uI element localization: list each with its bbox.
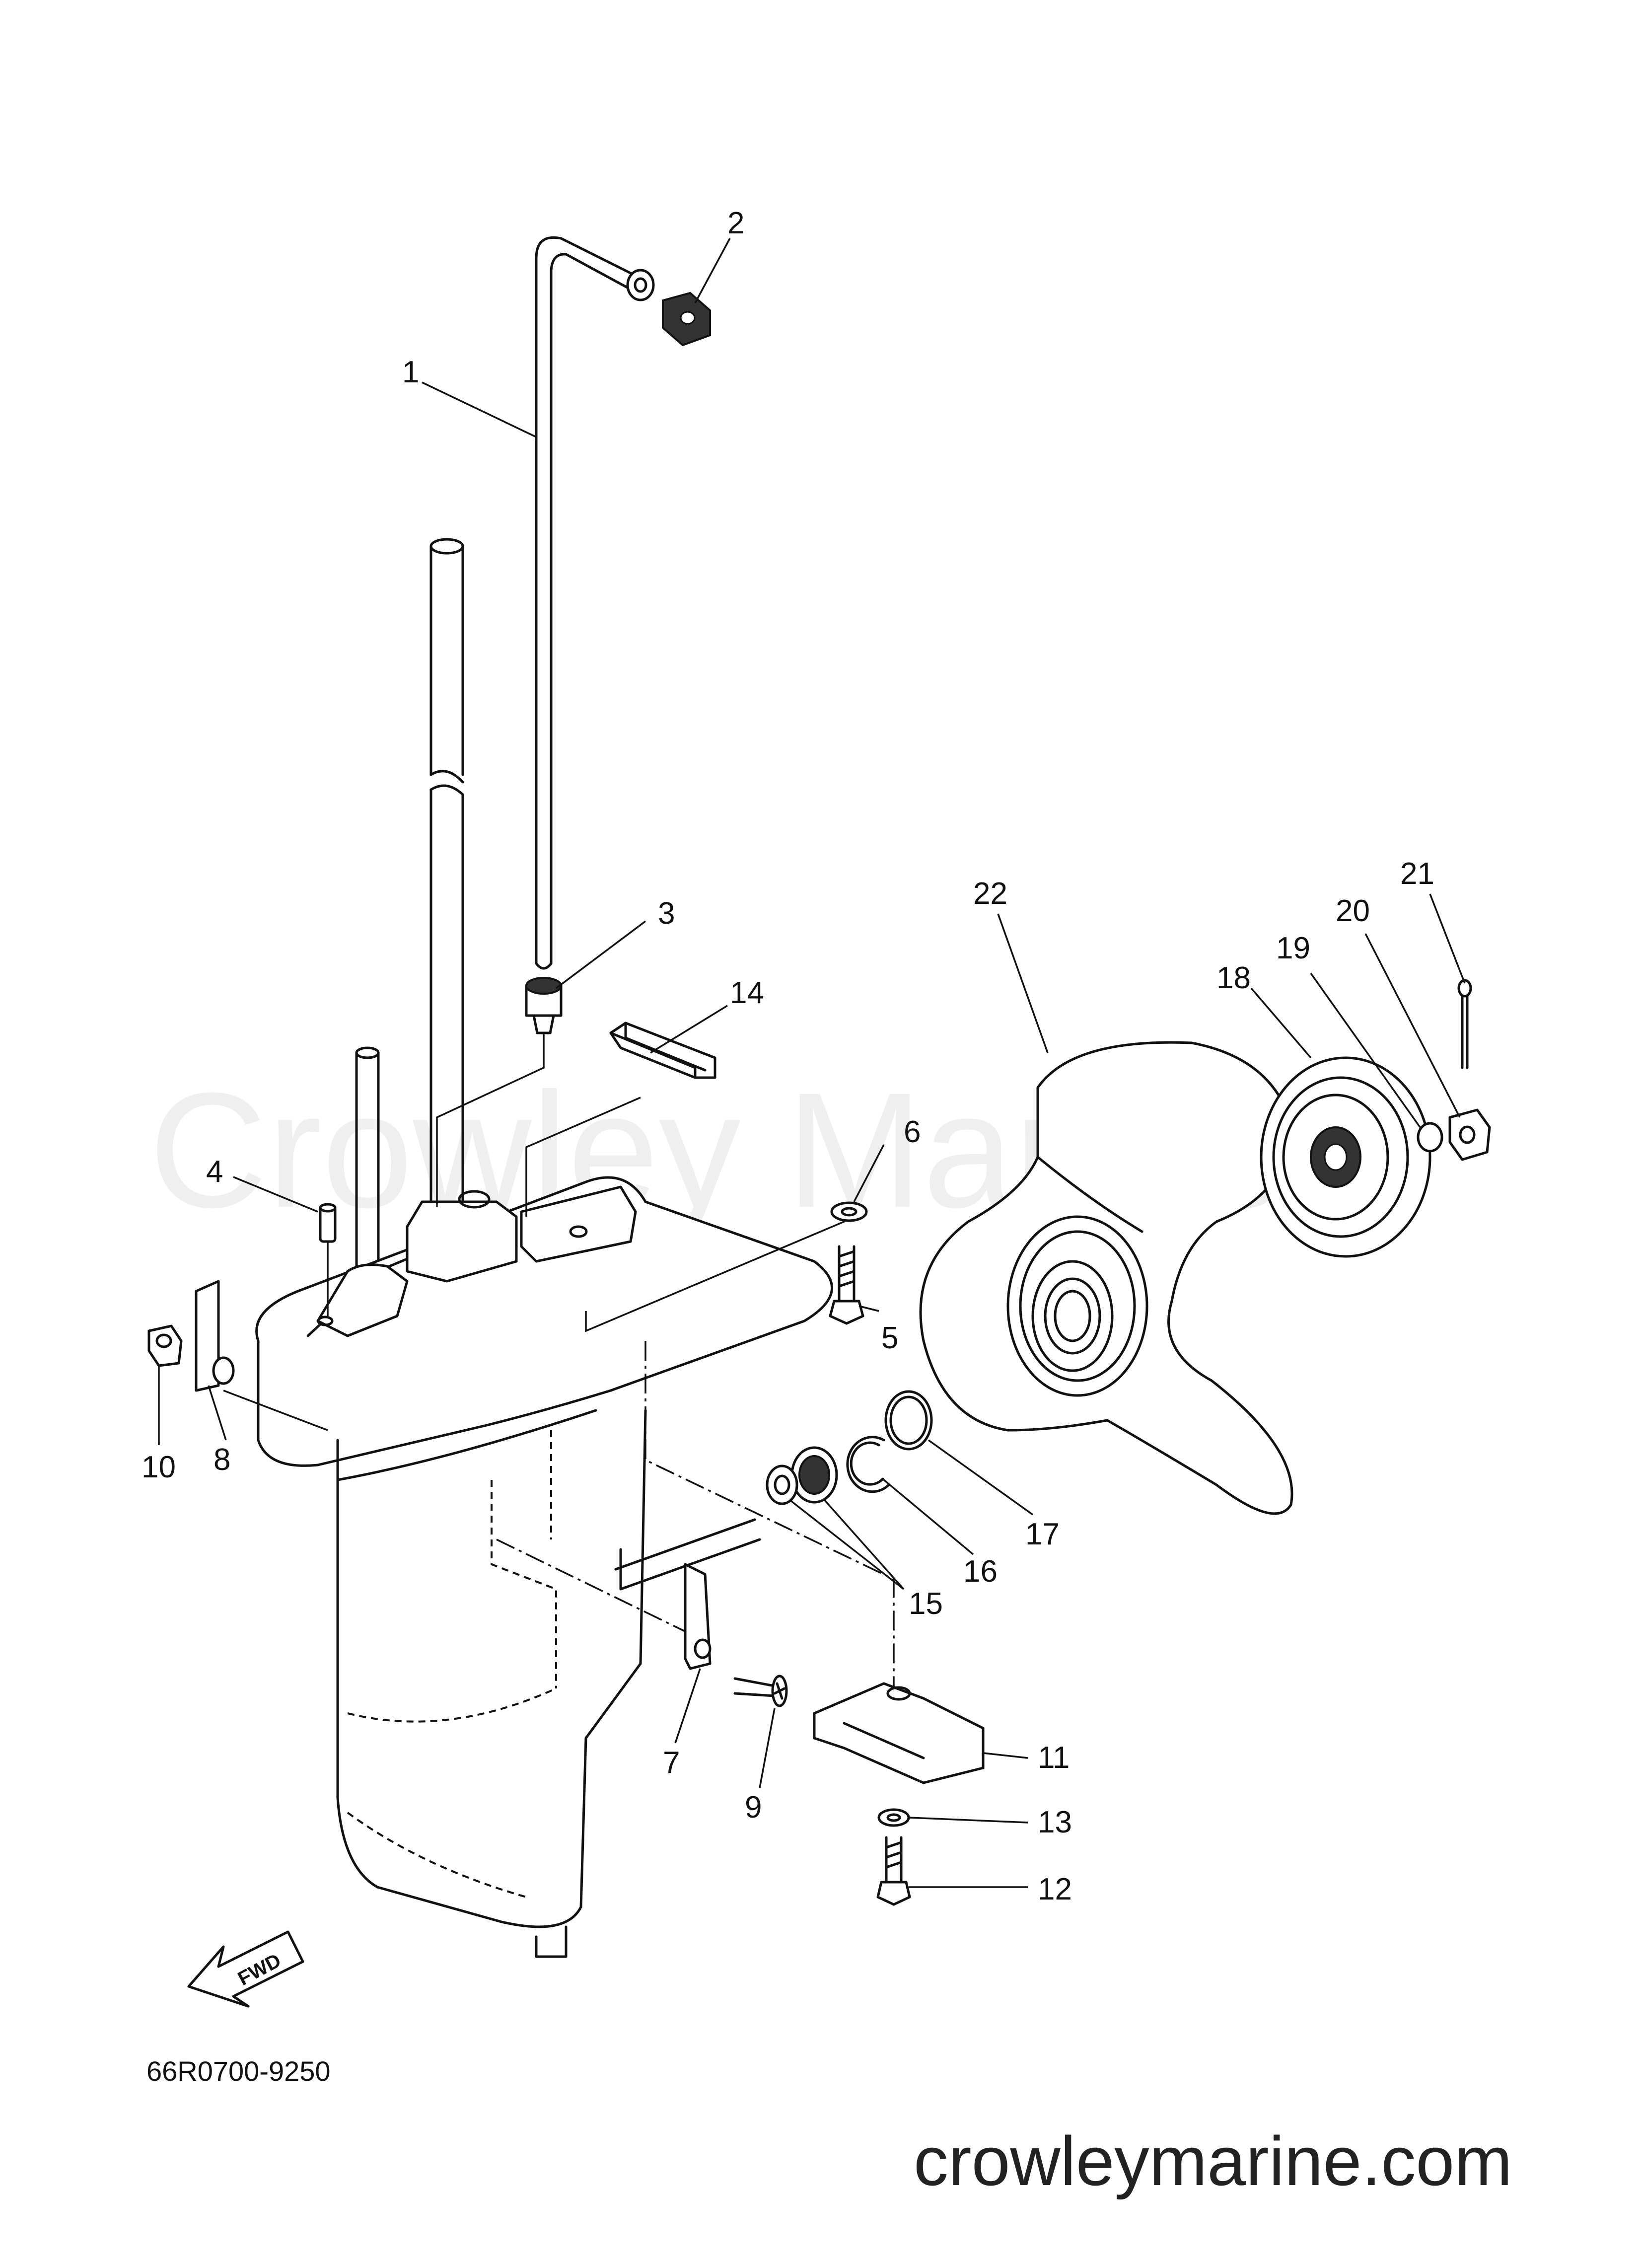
callout-7: 7 [663,1746,680,1780]
callout-4: 4 [206,1155,223,1189]
site-url: crowleymarine.com [914,2122,1512,2200]
lower-case-housing [255,1176,834,1958]
callout-13: 13 [1038,1805,1072,1839]
callout-17: 17 [1025,1517,1060,1551]
callout-9: 9 [745,1790,762,1825]
part-11-trim-tab [813,1682,985,1784]
part-10-nut [147,1324,183,1367]
callout-leaders [158,238,1466,1888]
callout-15: 15 [909,1587,943,1621]
callout-3: 3 [658,896,675,931]
part-19-washer [1417,1122,1443,1153]
callout-8: 8 [214,1443,230,1477]
callout-1: 1 [402,355,419,389]
callout-5: 5 [881,1321,898,1355]
part-17-o-ring [884,1390,933,1451]
callout-12: 12 [1038,1872,1072,1906]
diagram-code: 66R0700-9250 [146,2055,331,2087]
part-8-plate [195,1280,235,1392]
callout-6: 6 [904,1115,921,1149]
part-2-grommet [662,292,711,347]
part-1-water-tube [535,236,655,970]
callout-16: 16 [963,1554,998,1589]
part-18-spacer [1260,1056,1431,1258]
part-6-washer [830,1201,868,1222]
drive-shaft [355,538,464,1293]
part-7-plate [684,1563,712,1670]
part-12-bolt [876,1836,911,1906]
fwd-direction-arrow: FWD [187,1930,304,2008]
callout-19: 19 [1276,931,1310,965]
part-16-circlip [846,1436,890,1493]
callout-18: 18 [1216,961,1251,995]
callout-11: 11 [1038,1741,1070,1775]
callout-21: 21 [1400,857,1434,891]
part-22-propeller [919,1041,1293,1515]
part-3-tube-joint [525,977,563,1034]
callout-22: 22 [973,877,1007,911]
part-9-screw [733,1675,788,1707]
part-4-dowel-pin [319,1203,337,1243]
part-13-washer [877,1808,910,1827]
part-5-bolt [829,1245,864,1325]
part-20-nut [1448,1108,1491,1161]
part-15-grommet-set [766,1446,838,1505]
callout-2: 2 [727,206,744,240]
callout-10: 10 [142,1450,176,1484]
part-14-rubber-seal [609,1022,716,1079]
callout-14: 14 [730,976,764,1010]
part-21-cotter-pin [1457,979,1472,1069]
callout-labels: 1 2 3 4 5 6 7 8 9 10 11 12 13 14 15 16 1… [142,206,1434,1906]
callout-20: 20 [1336,894,1370,928]
